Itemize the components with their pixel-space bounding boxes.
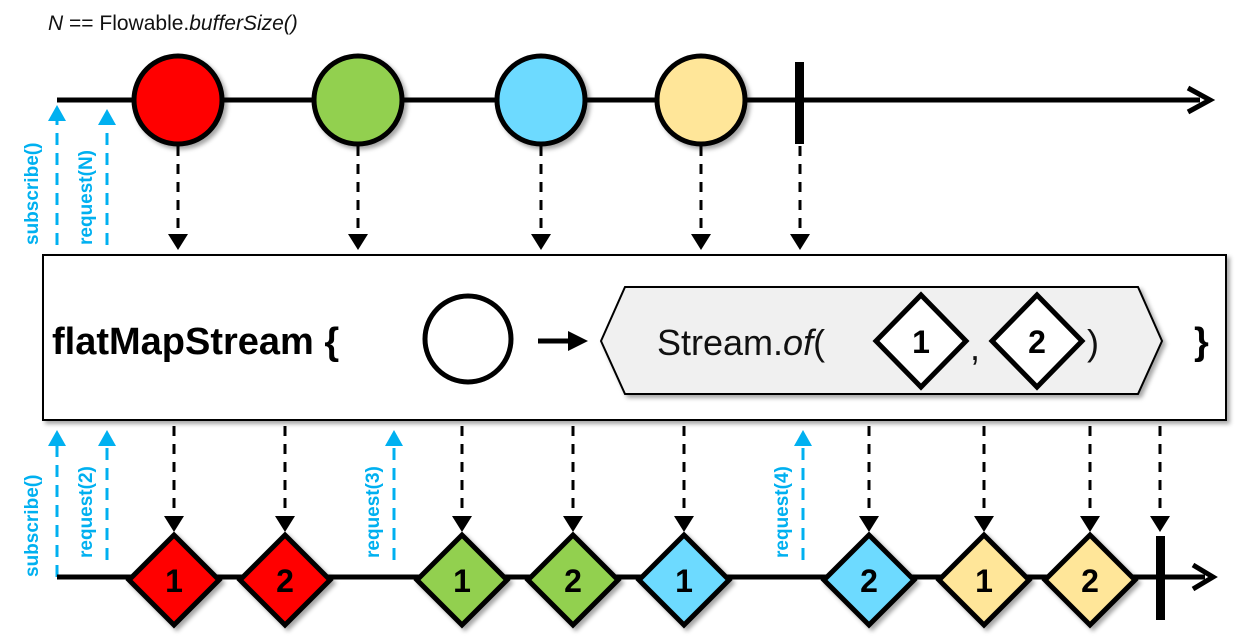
downstream-item-label: 1 [975, 563, 993, 599]
operator-name: flatMapStream { [52, 321, 339, 363]
downstream-emission-arrow-1 [164, 426, 184, 532]
downstream-timeline [57, 562, 1218, 592]
upstream-request-signal: request(N) [76, 109, 116, 245]
operator-box: flatMapStream { Stream.of( 1 , 2 ) } [42, 254, 1227, 421]
upstream-subscribe-signal: subscribe() [22, 105, 66, 245]
downstream-signal-label-1: subscribe() [22, 475, 43, 577]
upstream-request-label: request(N) [76, 150, 97, 245]
downstream-signal-label-3: request(3) [363, 466, 384, 558]
svg-text:1: 1 [912, 324, 930, 360]
operator-close-brace: } [1194, 321, 1209, 363]
stream-close-paren: ) [1087, 322, 1099, 363]
downstream-item-3: 1 [413, 531, 511, 629]
upstream-subscribe-label: subscribe() [22, 143, 43, 245]
upstream-item-yellow [654, 53, 748, 147]
stream-value-1: 1 [872, 291, 970, 391]
downstream-item-8: 2 [1041, 531, 1139, 629]
downstream-emission-arrow-2 [275, 426, 295, 532]
upstream-item-blue [494, 53, 588, 147]
downstream-item-label: 2 [1081, 563, 1099, 599]
downstream-item-label: 1 [675, 563, 693, 599]
downstream-emission-arrow-4 [563, 426, 583, 532]
downstream-signal-2: request(2) [76, 430, 116, 560]
downstream-item-label: 1 [453, 563, 471, 599]
downstream-emission-arrow-9 [1150, 426, 1170, 532]
downstream-complete-marker [1156, 536, 1165, 620]
svg-text:2: 2 [1028, 324, 1046, 360]
stream-of-text: Stream.of( [657, 322, 825, 363]
downstream-item-6: 2 [820, 531, 918, 629]
downstream-item-7: 1 [935, 531, 1033, 629]
downstream-signal-4: request(4) [772, 430, 812, 560]
downstream-emission-arrow-6 [859, 426, 879, 532]
stream-value-2: 2 [988, 291, 1086, 391]
downstream-emission-arrow-5 [674, 426, 694, 532]
upstream-emission-arrow-1 [168, 146, 188, 250]
stream-comma: , [970, 327, 980, 368]
upstream-timeline [57, 85, 1216, 115]
upstream-emission-arrow-5 [790, 146, 810, 250]
upstream-emission-arrow-2 [348, 146, 368, 250]
operator-input-circle [422, 293, 514, 385]
downstream-item-1: 1 [125, 531, 223, 629]
downstream-item-2: 2 [236, 531, 334, 629]
upstream-item-green [311, 53, 405, 147]
upstream-emission-arrow-3 [531, 146, 551, 250]
downstream-emission-arrow-7 [974, 426, 994, 532]
downstream-signal-label-4: request(4) [772, 466, 793, 558]
downstream-item-label: 2 [564, 563, 582, 599]
buffer-size-note: N == Flowable.bufferSize() [48, 12, 298, 35]
downstream-signal-3: request(3) [363, 430, 403, 560]
downstream-item-label: 2 [860, 563, 878, 599]
downstream-signal-label-2: request(2) [76, 466, 97, 558]
downstream-item-4: 2 [524, 531, 622, 629]
downstream-item-label: 1 [165, 563, 183, 599]
upstream-item-red [131, 53, 225, 147]
upstream-complete-marker [795, 62, 804, 144]
downstream-item-label: 2 [276, 563, 294, 599]
downstream-emission-arrow-8 [1080, 426, 1100, 532]
upstream-emission-arrow-4 [691, 146, 711, 250]
downstream-emission-arrow-3 [452, 426, 472, 532]
downstream-item-5: 1 [635, 531, 733, 629]
downstream-signal-1: subscribe() [22, 430, 66, 577]
